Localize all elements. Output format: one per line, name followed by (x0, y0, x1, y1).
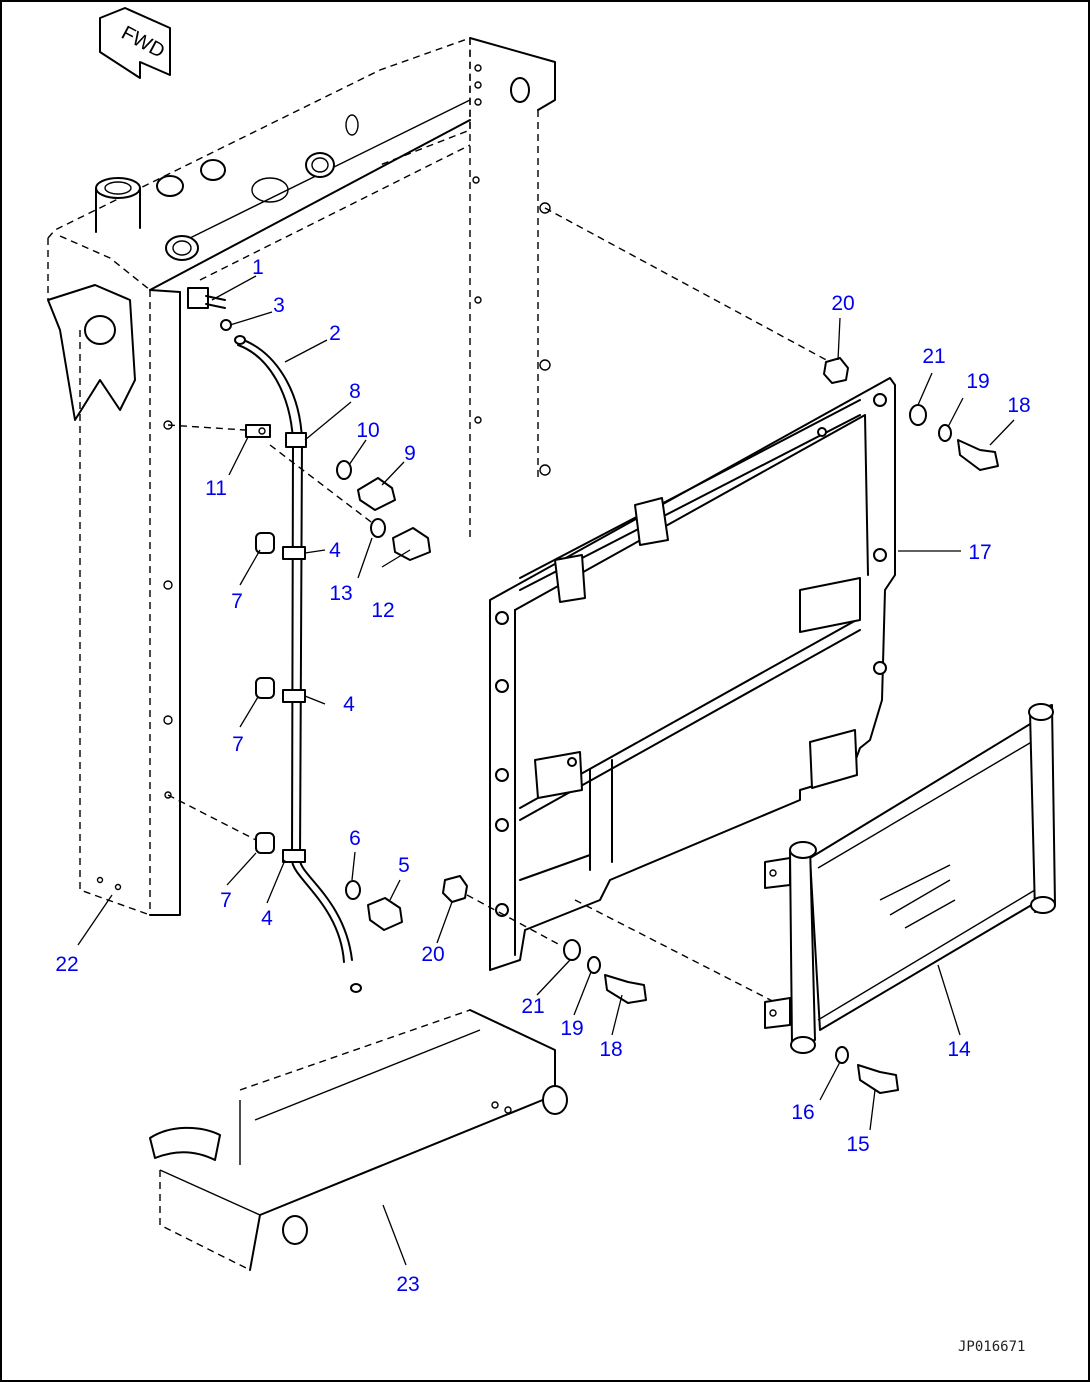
callout-3: 3 (273, 294, 285, 317)
port-icon (156, 114, 359, 261)
callout-11: 11 (205, 477, 227, 500)
callout-21: 21 (922, 345, 945, 368)
bolt-icon (357, 477, 431, 931)
callout-21: 21 (521, 995, 544, 1018)
callout-14: 14 (947, 1038, 971, 1061)
washer-icon (563, 404, 952, 1064)
callout-12: 12 (371, 599, 394, 622)
condenser-core (764, 703, 1056, 1054)
callout-23: 23 (396, 1273, 419, 1296)
callout-2: 2 (329, 322, 341, 345)
callout-17: 17 (968, 541, 991, 564)
alignment-lines (167, 424, 376, 841)
frame-fasteners (442, 357, 999, 1094)
overflow-hose (234, 335, 362, 993)
alignment-lines (466, 207, 831, 1011)
filler-neck-icon (95, 177, 141, 233)
callout-20: 20 (831, 292, 854, 315)
radiator-tank-assembly (47, 37, 471, 916)
condenser-frame (489, 377, 896, 971)
small-bolt-icon (220, 319, 232, 331)
spacer-icon (255, 532, 275, 854)
bolt-icon (604, 439, 999, 1094)
callout-13: 13 (329, 582, 352, 605)
hose-clamp-icon (282, 432, 307, 863)
leader-lines (77, 275, 1015, 1266)
bracket-icon (245, 424, 271, 438)
nut-icon (442, 357, 849, 903)
callout-18: 18 (1007, 394, 1030, 417)
callout-9: 9 (404, 442, 416, 465)
callout-8: 8 (349, 380, 361, 403)
callout-5: 5 (398, 854, 410, 877)
callout-4: 4 (329, 539, 341, 562)
frame-hole-icon (495, 393, 887, 917)
callout-16: 16 (791, 1101, 814, 1124)
callout-4: 4 (261, 907, 273, 930)
callout-7: 7 (220, 889, 232, 912)
callout-20: 20 (421, 943, 444, 966)
callout-15: 15 (846, 1133, 869, 1156)
callout-labels: 1 2 3 4 4 4 5 6 7 7 7 8 9 10 11 12 13 14… (55, 256, 1030, 1296)
callout-18: 18 (599, 1038, 622, 1061)
callout-1: 1 (252, 256, 264, 279)
side-support-column (469, 37, 556, 540)
fwd-arrow-icon: FWD (99, 7, 171, 79)
lower-cooler (149, 1009, 568, 1271)
callout-19: 19 (966, 370, 989, 393)
drawing-id: JP016671 (958, 1339, 1025, 1355)
callout-22: 22 (55, 953, 78, 976)
mounting-hole-icon (96, 420, 173, 891)
callout-6: 6 (349, 827, 361, 850)
callout-10: 10 (356, 419, 379, 442)
callout-4: 4 (343, 693, 355, 716)
callout-19: 19 (560, 1017, 583, 1040)
clip-icon (187, 287, 226, 309)
callout-7: 7 (232, 733, 244, 756)
callout-7: 7 (231, 590, 243, 613)
washer-icon (336, 460, 386, 900)
